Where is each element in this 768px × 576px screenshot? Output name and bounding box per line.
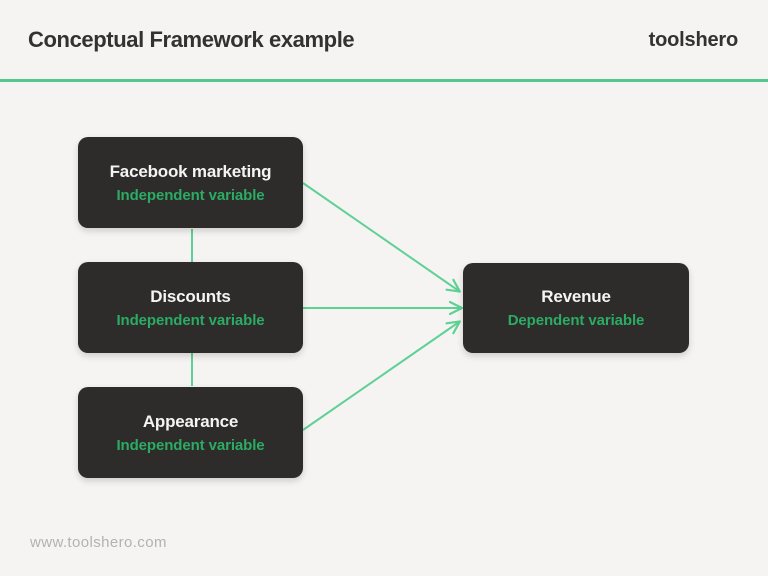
node-sublabel: Independent variable (116, 436, 265, 454)
node-label: Discounts (150, 286, 231, 306)
toolshero-logo: toolshero (648, 29, 739, 51)
page-title: Conceptual Framework example (28, 27, 355, 52)
node-label: Revenue (541, 287, 611, 306)
footer-url: www.toolshero.com (30, 534, 167, 551)
node-revenue: Revenue Dependent variable (463, 263, 689, 353)
node-discounts: Discounts Independent variable (78, 262, 303, 353)
node-facebook-marketing: Facebook marketing Independent variable (78, 137, 303, 228)
node-appearance: Appearance Independent variable (78, 387, 303, 478)
arrow-appearance-to-revenue (302, 320, 461, 431)
header-divider (0, 79, 768, 82)
node-label: Facebook marketing (109, 161, 272, 181)
node-sublabel: Independent variable (116, 311, 265, 329)
node-sublabel: Independent variable (116, 186, 265, 204)
node-label: Appearance (142, 411, 239, 431)
node-sublabel: Dependent variable (507, 312, 645, 329)
arrow-facebook-to-revenue (302, 182, 461, 293)
